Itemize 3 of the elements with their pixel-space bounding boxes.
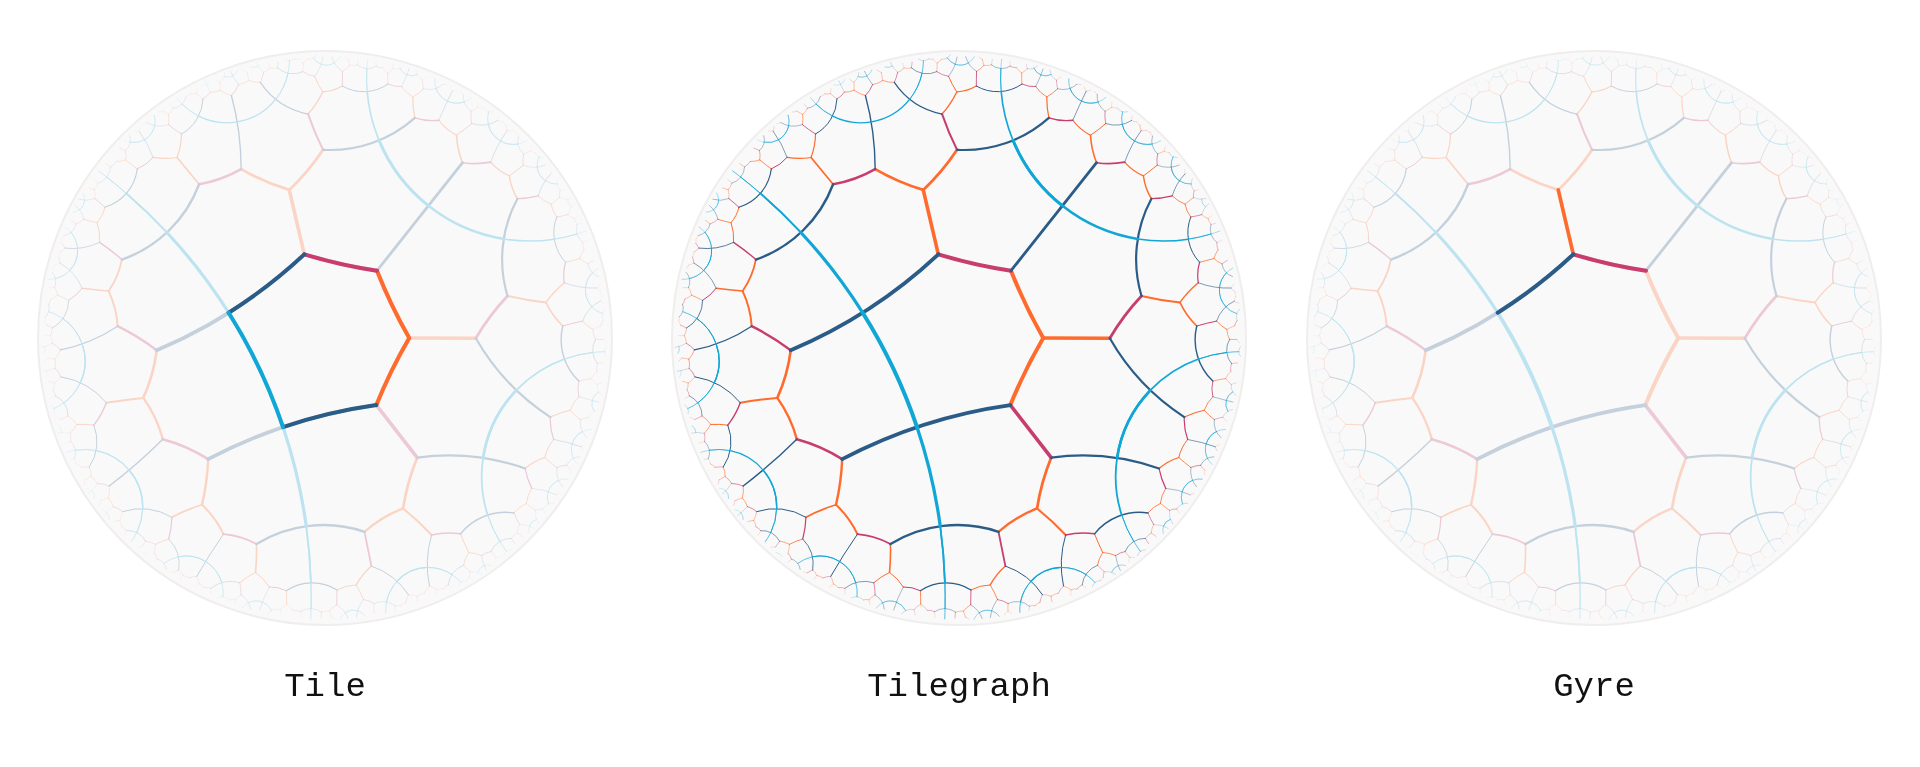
caption: Tilegraph — [867, 667, 1051, 707]
caption: Tile — [284, 667, 366, 707]
caption: Gyre — [1553, 667, 1635, 707]
